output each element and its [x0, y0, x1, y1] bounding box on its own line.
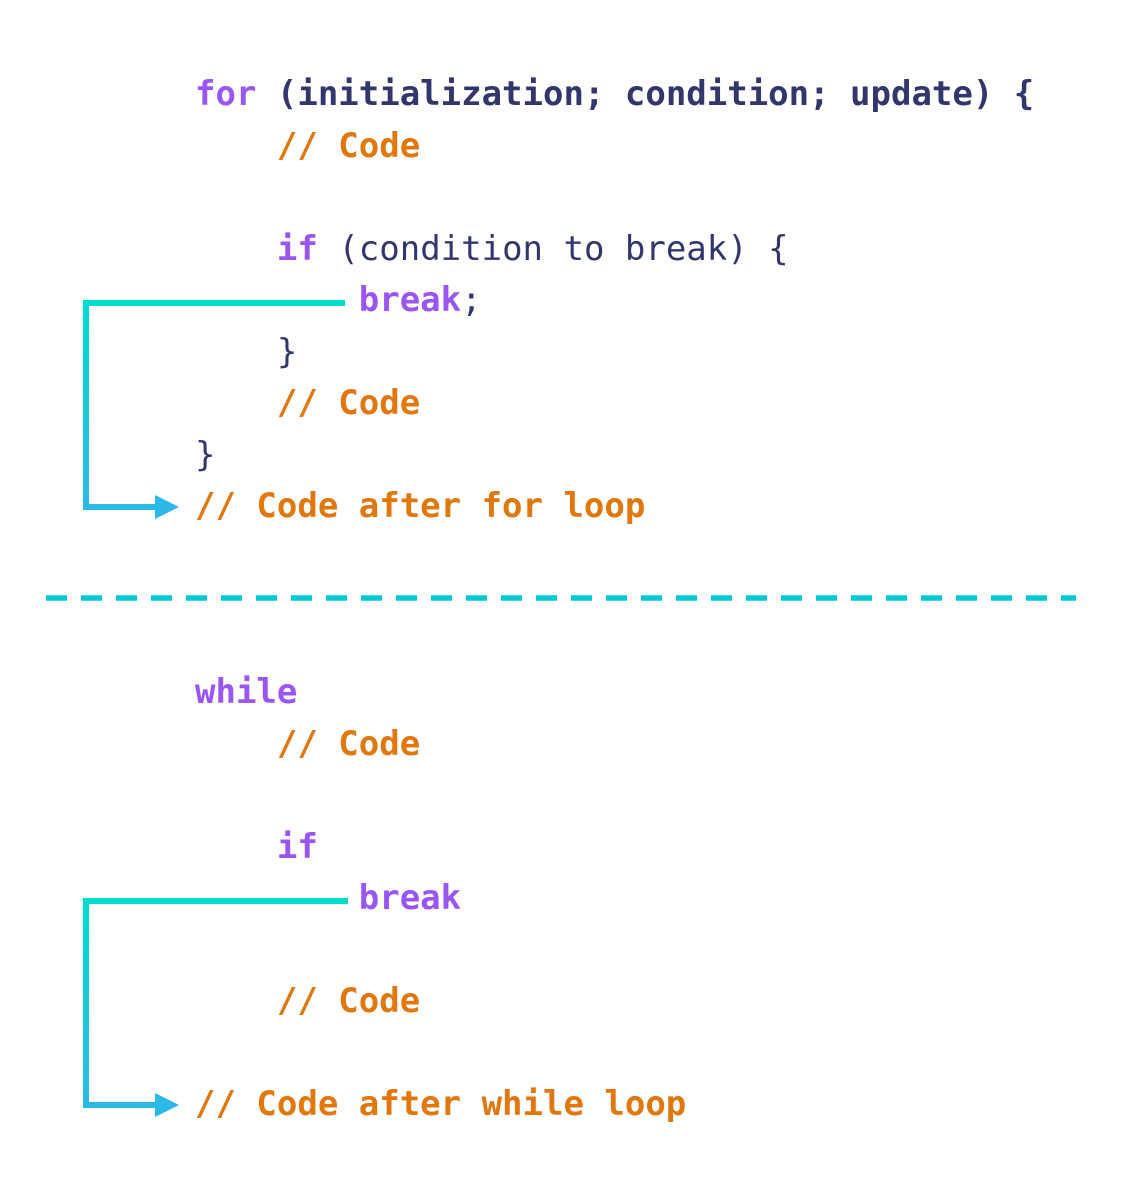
code-line: // Code	[195, 121, 1034, 173]
keyword-token: for	[195, 74, 257, 114]
code-line: }	[195, 430, 1034, 482]
code-line: // Code	[195, 378, 1034, 430]
code-line: }	[195, 327, 1034, 379]
comment-token: // Code after while loop	[195, 1084, 687, 1124]
code-line: break	[195, 873, 686, 925]
code-line: // Code after for loop	[195, 481, 1034, 533]
code-token	[195, 126, 277, 166]
code-line: if	[195, 822, 686, 874]
comment-token: // Code after for loop	[195, 486, 646, 526]
code-token	[195, 981, 277, 1021]
code-line: // Code	[195, 976, 686, 1028]
code-line: for (initialization; condition; update) …	[195, 69, 1034, 121]
code-token: }	[195, 331, 298, 372]
comment-token: // Code	[276, 981, 421, 1021]
code-token	[195, 827, 277, 867]
for-loop-code-block: for (initialization; condition; update) …	[195, 69, 1034, 533]
code-line	[195, 172, 1034, 224]
for-break-exit-arrowhead-icon	[155, 495, 179, 519]
code-line: // Code after while loop	[195, 1079, 686, 1131]
code-token: }	[195, 434, 216, 475]
comment-token: // Code	[276, 125, 421, 166]
comment-token: // Code	[276, 383, 421, 423]
code-line	[195, 770, 686, 822]
keyword-token: break	[358, 280, 462, 320]
keyword-token: if	[276, 826, 318, 867]
keyword-token: if	[276, 228, 318, 269]
code-line	[195, 1028, 686, 1080]
code-line	[195, 925, 686, 977]
code-line: if (condition to break) {	[195, 224, 1034, 276]
code-token	[195, 724, 277, 764]
code-token: (condition to break) {	[317, 228, 789, 269]
code-line: while	[195, 667, 686, 719]
while-break-exit-arrowhead-icon	[155, 1093, 179, 1117]
code-token	[195, 280, 359, 320]
keyword-token: while	[195, 672, 298, 712]
keyword-token: break	[358, 878, 462, 918]
code-line: // Code	[195, 719, 686, 771]
comment-token: // Code	[276, 723, 421, 764]
code-token	[195, 383, 277, 423]
code-token: ;	[461, 280, 482, 320]
while-loop-code-block: while // Code if break // Code // Code a…	[195, 667, 686, 1131]
code-token	[195, 229, 277, 269]
code-line: break;	[195, 275, 1034, 327]
code-token: (initialization; condition; update) {	[256, 74, 1035, 114]
code-token	[195, 878, 359, 918]
